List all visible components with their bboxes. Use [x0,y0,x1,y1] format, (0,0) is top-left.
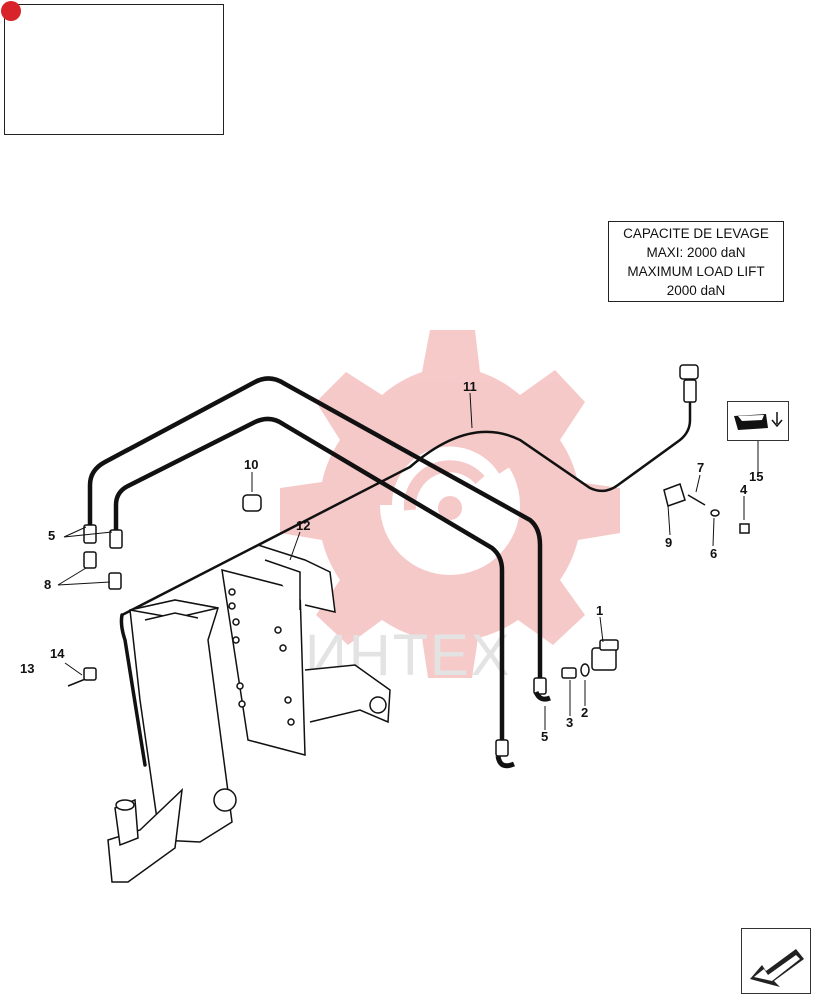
frame-assembly [107,544,391,883]
red-badge-icon [1,1,21,21]
callout-6[interactable]: 6 [710,546,718,561]
callout-13[interactable]: 13 [20,661,35,676]
callout-1[interactable]: 1 [596,603,604,618]
manual-reference-icon[interactable] [727,401,789,441]
leader-lines [57,392,759,730]
next-page-arrow-icon[interactable] [741,928,811,994]
load-capacity-label: CAPACITE DE LEVAGE MAXI: 2000 daN MAXIMU… [608,221,784,302]
callout-9[interactable]: 9 [665,535,673,550]
callout-3[interactable]: 3 [566,715,574,730]
capacity-line-4: 2000 daN [666,283,726,298]
callout-5-left[interactable]: 5 [48,528,56,543]
capacity-line-3: MAXIMUM LOAD LIFT [627,264,765,279]
hose-fittings [83,364,699,769]
capacity-line-2: MAXI: 2000 daN [646,245,746,260]
hose-11 [120,378,692,617]
callout-5-right[interactable]: 5 [541,729,549,744]
hose-outer [87,376,543,683]
callout-2[interactable]: 2 [581,705,589,720]
inset-thumbnail[interactable] [1,1,224,135]
callout-14[interactable]: 14 [50,646,65,661]
hydraulic-hoses [87,376,692,767]
callout-8[interactable]: 8 [44,577,52,592]
callout-7[interactable]: 7 [697,460,705,475]
watermark-gear-logo [280,330,620,678]
callout-10[interactable]: 10 [244,457,259,472]
callout-4[interactable]: 4 [740,482,748,497]
callout-15[interactable]: 15 [749,469,764,484]
small-parts-right [67,483,750,687]
hose-inner [113,416,505,745]
callout-11[interactable]: 11 [463,379,477,394]
callout-12[interactable]: 12 [296,518,311,533]
hose-long-return [119,613,147,767]
capacity-line-1: CAPACITE DE LEVAGE [623,226,769,241]
